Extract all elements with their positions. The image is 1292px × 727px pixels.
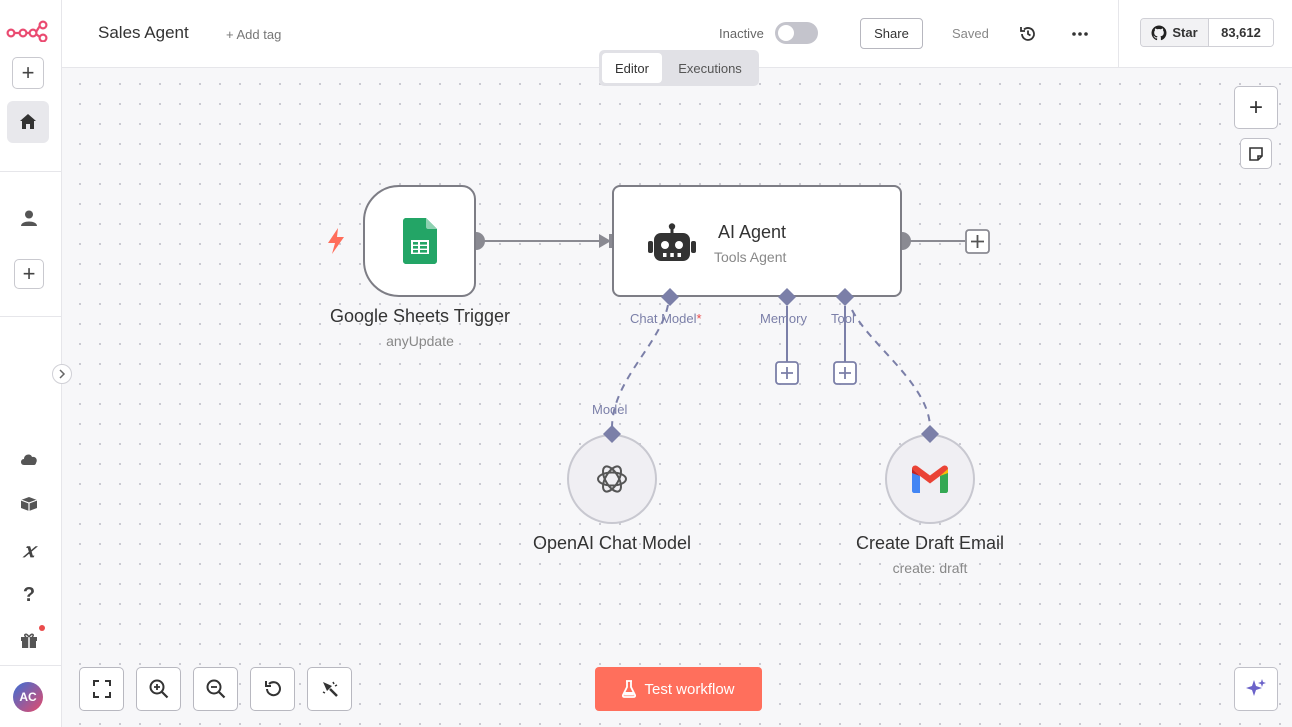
save-status: Saved: [952, 26, 989, 41]
github-star[interactable]: Star: [1141, 19, 1209, 46]
zoom-in-button[interactable]: [136, 667, 181, 711]
sparkle-icon: [1246, 679, 1266, 696]
tab-executions[interactable]: Executions: [678, 60, 742, 76]
sticky-note-button[interactable]: [1240, 138, 1272, 169]
view-tabs: Editor Executions: [599, 50, 759, 86]
port-label-chat-model: Chat Model*: [630, 311, 702, 326]
required-mark: *: [696, 311, 702, 326]
cloud-icon[interactable]: [15, 446, 43, 472]
add-tag-button[interactable]: + Add tag: [226, 27, 282, 42]
add-next-node-button: [965, 229, 990, 254]
node-subtitle: Tools Agent: [714, 249, 787, 265]
fit-view-icon: [92, 680, 111, 698]
sidebar-divider: [0, 171, 62, 172]
test-workflow-label: Test workflow: [644, 680, 735, 698]
trigger-bolt-icon: [328, 228, 344, 254]
notification-dot: [39, 625, 45, 631]
avatar[interactable]: AC: [13, 682, 43, 712]
share-button[interactable]: Share: [860, 18, 923, 49]
add-project-button[interactable]: +: [14, 259, 44, 289]
sidebar-divider: [0, 665, 62, 666]
add-tool-button: [833, 361, 857, 385]
home-icon[interactable]: [7, 101, 49, 143]
tab-editor[interactable]: Editor: [602, 53, 662, 83]
github-star-label: Star: [1172, 25, 1198, 40]
n8n-logo-icon[interactable]: [6, 18, 48, 44]
more-options-icon[interactable]: [1068, 22, 1092, 46]
variables-icon[interactable]: 𝑥: [23, 538, 35, 562]
zoom-in-icon: [149, 679, 168, 699]
node-label-trigger: Google Sheets Trigger anyUpdate: [310, 306, 530, 349]
zoom-out-icon: [206, 679, 225, 699]
sidebar-divider: [0, 316, 62, 317]
reset-zoom-button[interactable]: [250, 667, 295, 711]
create-button[interactable]: +: [12, 57, 44, 89]
zoom-out-button[interactable]: [193, 667, 238, 711]
tidy-up-button[interactable]: [307, 667, 352, 711]
test-workflow-button[interactable]: Test workflow: [595, 667, 762, 711]
reset-zoom-icon: [264, 681, 281, 697]
fit-view-button[interactable]: [79, 667, 124, 711]
node-title: Create Draft Email: [855, 533, 1005, 553]
gmail-icon: [912, 465, 948, 493]
node-title: Google Sheets Trigger: [329, 306, 511, 326]
ai-assistant-button[interactable]: [1234, 667, 1278, 711]
user-icon[interactable]: [15, 204, 43, 232]
workflow-name[interactable]: Sales Agent: [98, 23, 189, 42]
sticky-note-icon: [1249, 146, 1263, 161]
robot-icon: [648, 223, 696, 261]
tidy-up-icon: [322, 681, 338, 697]
node-ai-agent[interactable]: AI Agent Tools Agent: [612, 185, 902, 297]
github-icon: [1151, 25, 1167, 40]
node-subtitle: create: draft: [892, 560, 968, 576]
header-divider: [1118, 0, 1119, 68]
active-toggle[interactable]: [775, 22, 818, 44]
google-sheets-icon: [402, 218, 437, 264]
port-label-model: Model: [592, 402, 628, 417]
node-label-gmail: Create Draft Email create: draft: [820, 533, 1040, 576]
github-star-button[interactable]: Star 83,612: [1140, 18, 1274, 47]
node-title: OpenAI Chat Model: [532, 533, 692, 553]
templates-icon[interactable]: [15, 491, 43, 517]
node-label-model: OpenAI Chat Model: [502, 533, 722, 554]
add-node-button[interactable]: +: [1234, 86, 1278, 129]
port-label-memory: Memory: [760, 311, 807, 326]
status-label: Inactive: [719, 26, 764, 41]
flask-icon: [622, 680, 637, 698]
node-openai-chat-model[interactable]: [567, 434, 657, 524]
add-memory-button: [775, 361, 799, 385]
node-google-sheets-trigger[interactable]: [363, 185, 476, 297]
whats-new-icon[interactable]: [16, 625, 45, 652]
node-create-draft-email[interactable]: [885, 434, 975, 524]
node-title: AI Agent: [718, 222, 787, 242]
chat-model-label: Chat Model: [630, 311, 697, 326]
sidebar-collapse-button[interactable]: [52, 364, 72, 384]
help-icon[interactable]: ?: [22, 583, 36, 606]
port-label-tool: Tool: [831, 311, 855, 326]
toggle-knob: [778, 25, 794, 41]
node-subtitle: anyUpdate: [386, 333, 454, 349]
workflow-canvas[interactable]: [62, 68, 1292, 727]
github-star-count: 83,612: [1209, 19, 1273, 46]
openai-icon: [597, 465, 627, 493]
sidebar: + + 𝑥 ? AC: [0, 0, 62, 727]
history-icon[interactable]: [1016, 22, 1040, 46]
